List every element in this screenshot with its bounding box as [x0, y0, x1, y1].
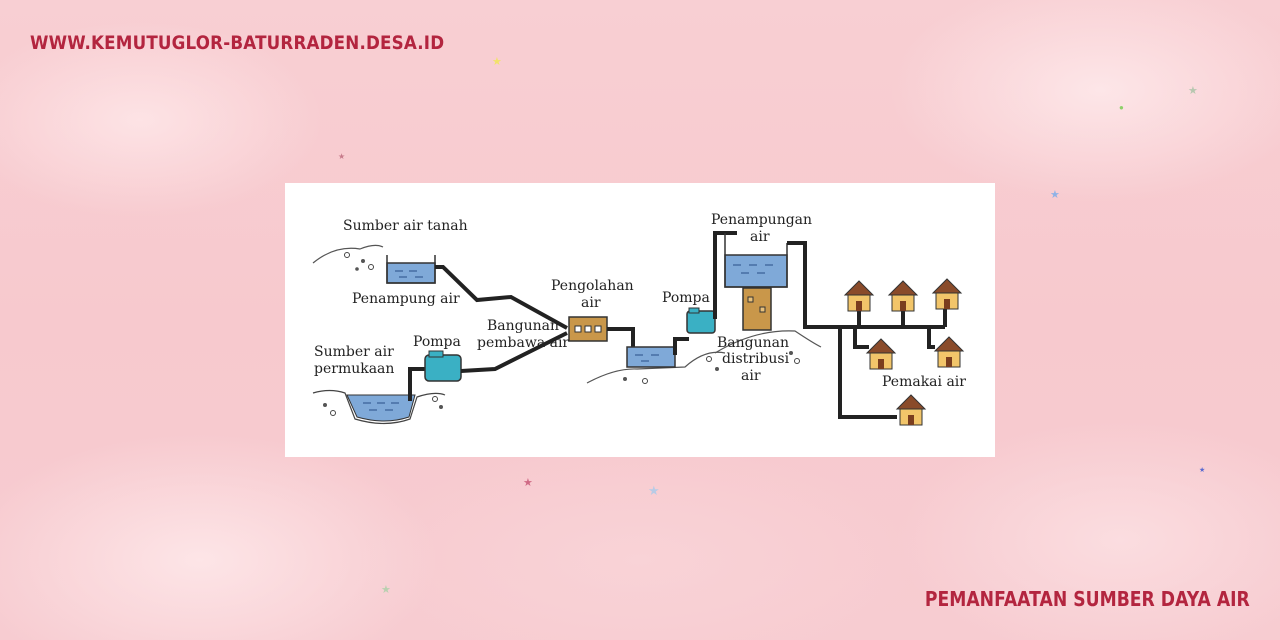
rock — [623, 377, 627, 381]
tower-window — [747, 296, 754, 303]
label-storage-line1: Penampungan — [711, 212, 812, 228]
rock — [706, 356, 712, 362]
ground-terrain — [714, 330, 822, 354]
label-water-reservoir: Penampung air — [352, 291, 460, 307]
pipe-groundwater — [435, 265, 568, 330]
rock — [789, 351, 793, 355]
label-treatment-line2: air — [581, 295, 601, 311]
pipe-surface-intake — [408, 367, 427, 401]
pump-left-top — [428, 350, 444, 358]
water-ripple — [733, 264, 773, 274]
rock — [323, 403, 327, 407]
water-ripple — [395, 270, 423, 278]
water-system-diagram: Sumber air tanah Penampung air Sumber ai… — [312, 212, 966, 426]
diagram-panel: Sumber air tanah Penampung air Sumber ai… — [285, 183, 995, 457]
groundwater-reservoir-tank — [386, 262, 436, 284]
house-icon — [895, 394, 927, 426]
rock — [355, 267, 359, 271]
label-consumers: Pemakai air — [882, 374, 966, 390]
treated-water-tank — [626, 346, 676, 368]
surface-water — [346, 394, 416, 422]
sparkle-icon: ★ — [1188, 85, 1198, 97]
pump-left — [424, 354, 462, 382]
sparkle-icon: ★ — [648, 483, 660, 498]
rock — [642, 378, 648, 384]
sparkle-icon: ★ — [338, 152, 346, 161]
rock — [344, 252, 350, 258]
rock — [330, 410, 336, 416]
river-bank — [312, 389, 446, 425]
rock — [361, 259, 365, 263]
label-surface-water-line1: Sumber air — [314, 344, 394, 360]
house-icon — [933, 336, 965, 368]
distribution-tower — [742, 287, 772, 331]
pipe-to-pump-right — [673, 337, 689, 355]
pipe-treated — [607, 327, 635, 353]
treatment-window — [574, 325, 582, 333]
pipe-branch — [838, 327, 897, 419]
pipe-to-storage — [713, 231, 737, 319]
label-conveyance-line2: pembawa air — [477, 335, 569, 351]
house-icon — [865, 338, 897, 370]
ground-terrain — [586, 351, 726, 384]
sparkle-icon: ★ — [1199, 467, 1206, 474]
sparkle-icon: ★ — [492, 56, 502, 68]
rock — [439, 405, 443, 409]
label-distribution-line3: air — [741, 368, 761, 384]
house-icon — [887, 280, 919, 312]
storage-tank — [724, 254, 788, 288]
label-storage-line2: air — [750, 229, 770, 245]
label-distribution-line2: distribusi — [722, 351, 790, 367]
label-groundwater-source: Sumber air tanah — [343, 218, 468, 234]
water-ripple — [635, 354, 659, 362]
rock — [368, 264, 374, 270]
treatment-window — [584, 325, 592, 333]
sparkle-icon: ★ — [1050, 189, 1060, 201]
site-url: WWW.KEMUTUGLOR-BATURRADEN.DESA.ID — [30, 32, 445, 54]
rock — [794, 358, 800, 364]
label-pump-left: Pompa — [413, 334, 461, 350]
tower-window — [759, 306, 766, 313]
sparkle-icon: ★ — [523, 477, 533, 489]
label-pump-right: Pompa — [662, 290, 710, 306]
pump-right-top — [688, 307, 700, 314]
water-ripple — [363, 402, 399, 411]
tank-walls — [724, 233, 788, 288]
treatment-window — [594, 325, 602, 333]
pipe-storage-outlet — [787, 241, 837, 329]
sparkle-icon: ★ — [381, 584, 391, 596]
page-title: PEMANFAATAN SUMBER DAYA AIR — [925, 587, 1250, 611]
sparkle-icon: ● — [1119, 103, 1124, 112]
pump-right — [686, 310, 716, 334]
house-icon — [843, 280, 875, 312]
label-surface-water-line2: permukaan — [314, 361, 394, 377]
label-treatment-line1: Pengolahan — [551, 278, 634, 294]
pipe-conveyance — [460, 331, 568, 373]
house-icon — [931, 278, 963, 310]
ground-terrain — [312, 244, 384, 264]
rock — [432, 396, 438, 402]
label-distribution-line1: Bangunan — [717, 335, 789, 351]
pipe-branch — [853, 327, 935, 349]
label-conveyance-line1: Bangunan — [487, 318, 559, 334]
rock — [715, 367, 719, 371]
